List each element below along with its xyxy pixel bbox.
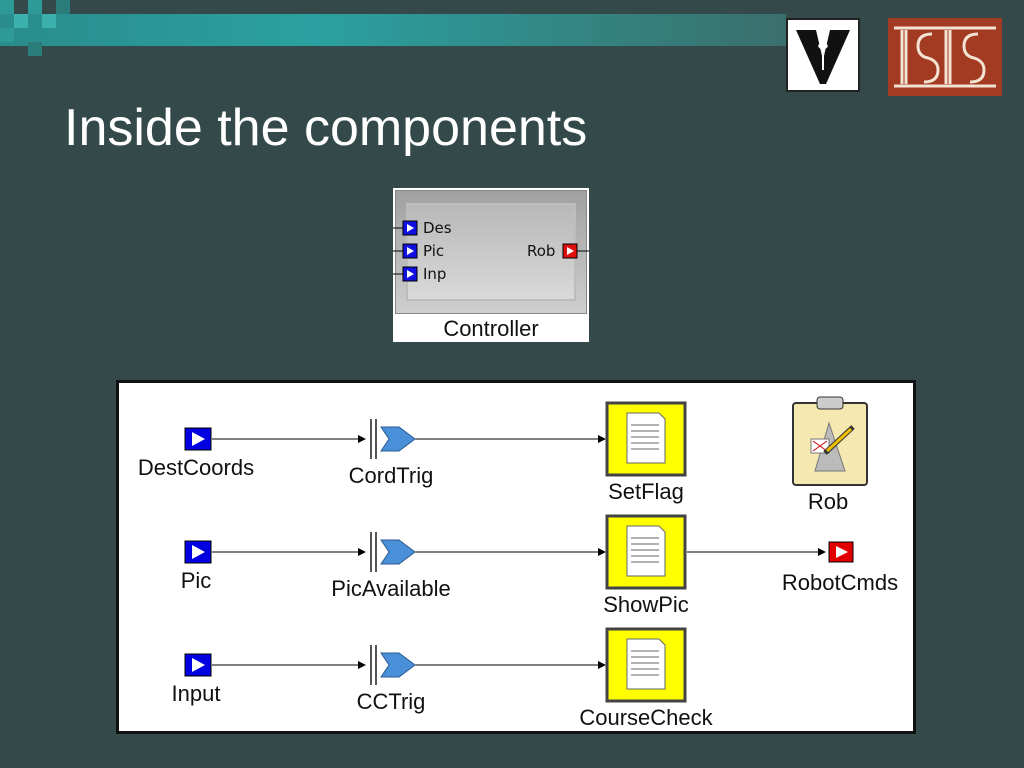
clipboard-icon bbox=[792, 396, 868, 486]
state-label-setflag: SetFlag bbox=[608, 479, 684, 504]
trigger-icon bbox=[370, 532, 416, 572]
controller-box bbox=[395, 190, 587, 314]
port-rob-icon bbox=[562, 243, 589, 259]
header-gradient-bar bbox=[0, 14, 786, 46]
state-block-icon bbox=[605, 627, 687, 703]
trigger-icon bbox=[370, 419, 416, 459]
diagram-canvas bbox=[184, 396, 868, 703]
port-label-rob: Rob bbox=[527, 242, 556, 260]
port-label-pic: Pic bbox=[423, 242, 445, 260]
port-des-icon bbox=[393, 220, 418, 236]
decor-square bbox=[42, 14, 56, 28]
controller-ports bbox=[393, 220, 589, 282]
input-label-input: Input bbox=[171, 681, 221, 706]
input-label-destcoords: DestCoords bbox=[137, 455, 255, 480]
state-label-coursecheck: CourseCheck bbox=[579, 705, 713, 730]
decor-square bbox=[0, 0, 14, 14]
decor-square bbox=[0, 28, 14, 42]
port-label-des: Des bbox=[423, 219, 452, 237]
output-label-robotcmds: RobotCmds bbox=[781, 570, 899, 595]
port-pic-icon bbox=[393, 243, 418, 259]
controller-inner bbox=[406, 203, 576, 301]
diagram-panel: DestCoords Pic Input CordTrig PicAvailab… bbox=[116, 380, 916, 734]
port-label-inp: Inp bbox=[423, 265, 447, 283]
state-label-showpic: ShowPic bbox=[603, 592, 689, 617]
trigger-label-cctrig: CCTrig bbox=[356, 689, 426, 714]
state-block-icon bbox=[605, 401, 687, 477]
decor-square bbox=[28, 0, 42, 14]
controller-component[interactable]: Des Pic Inp Rob Controller bbox=[393, 188, 589, 342]
decor-square bbox=[28, 42, 42, 56]
trigger-icon bbox=[370, 645, 416, 685]
port-inp-icon bbox=[393, 266, 418, 282]
input-port-icon bbox=[184, 427, 212, 451]
plan-label-rob: Rob bbox=[807, 489, 849, 514]
trigger-label-cordtrig: CordTrig bbox=[348, 463, 434, 488]
vanderbilt-logo bbox=[786, 18, 860, 92]
controller-label: Controller bbox=[443, 316, 539, 341]
output-port-icon bbox=[828, 541, 854, 563]
trigger-label-picavailable: PicAvailable bbox=[331, 576, 451, 601]
decor-square bbox=[14, 14, 28, 28]
slide-title: Inside the components bbox=[64, 99, 588, 157]
decor-square bbox=[56, 0, 70, 14]
isis-logo bbox=[888, 18, 1002, 96]
input-port-icon bbox=[184, 653, 212, 677]
input-label-pic: Pic bbox=[180, 568, 212, 593]
input-port-icon bbox=[184, 540, 212, 564]
state-block-icon bbox=[605, 514, 687, 590]
